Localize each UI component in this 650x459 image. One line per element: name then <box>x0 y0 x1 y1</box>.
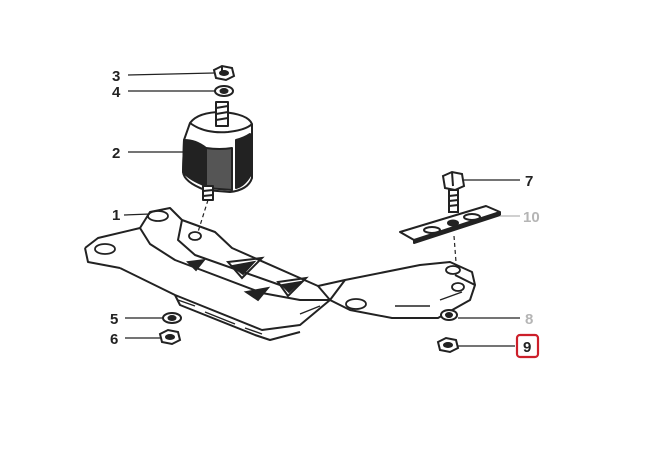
callout-9-highlight[interactable]: 9 <box>515 333 540 359</box>
mounting-plate <box>399 205 501 244</box>
top-washer <box>214 85 234 97</box>
lower-washer <box>162 312 182 324</box>
right-nut <box>436 336 460 354</box>
callout-8: 8 <box>525 311 533 328</box>
callout-7: 7 <box>525 173 533 190</box>
hex-bolt <box>441 170 466 213</box>
top-nut <box>212 64 236 82</box>
bolt-axis-line <box>453 235 457 263</box>
bracket-holes <box>94 210 465 310</box>
rubber-mount <box>182 101 253 201</box>
mount-axis-line <box>197 199 209 233</box>
lower-nut <box>158 328 182 346</box>
callout-3: 3 <box>112 68 120 85</box>
callout-4: 4 <box>112 84 121 101</box>
crossmember-bracket <box>84 207 476 341</box>
right-washer <box>440 309 458 321</box>
callout-5: 5 <box>110 311 118 328</box>
callout-1: 1 <box>112 207 120 224</box>
bracket-shading <box>177 291 463 335</box>
callout-6: 6 <box>110 331 118 348</box>
callout-2: 2 <box>112 145 120 162</box>
callout-9-frame <box>515 333 540 359</box>
callout-10: 10 <box>523 209 540 226</box>
callout-9[interactable]: 9 <box>523 339 531 356</box>
leader-lines <box>123 72 520 347</box>
